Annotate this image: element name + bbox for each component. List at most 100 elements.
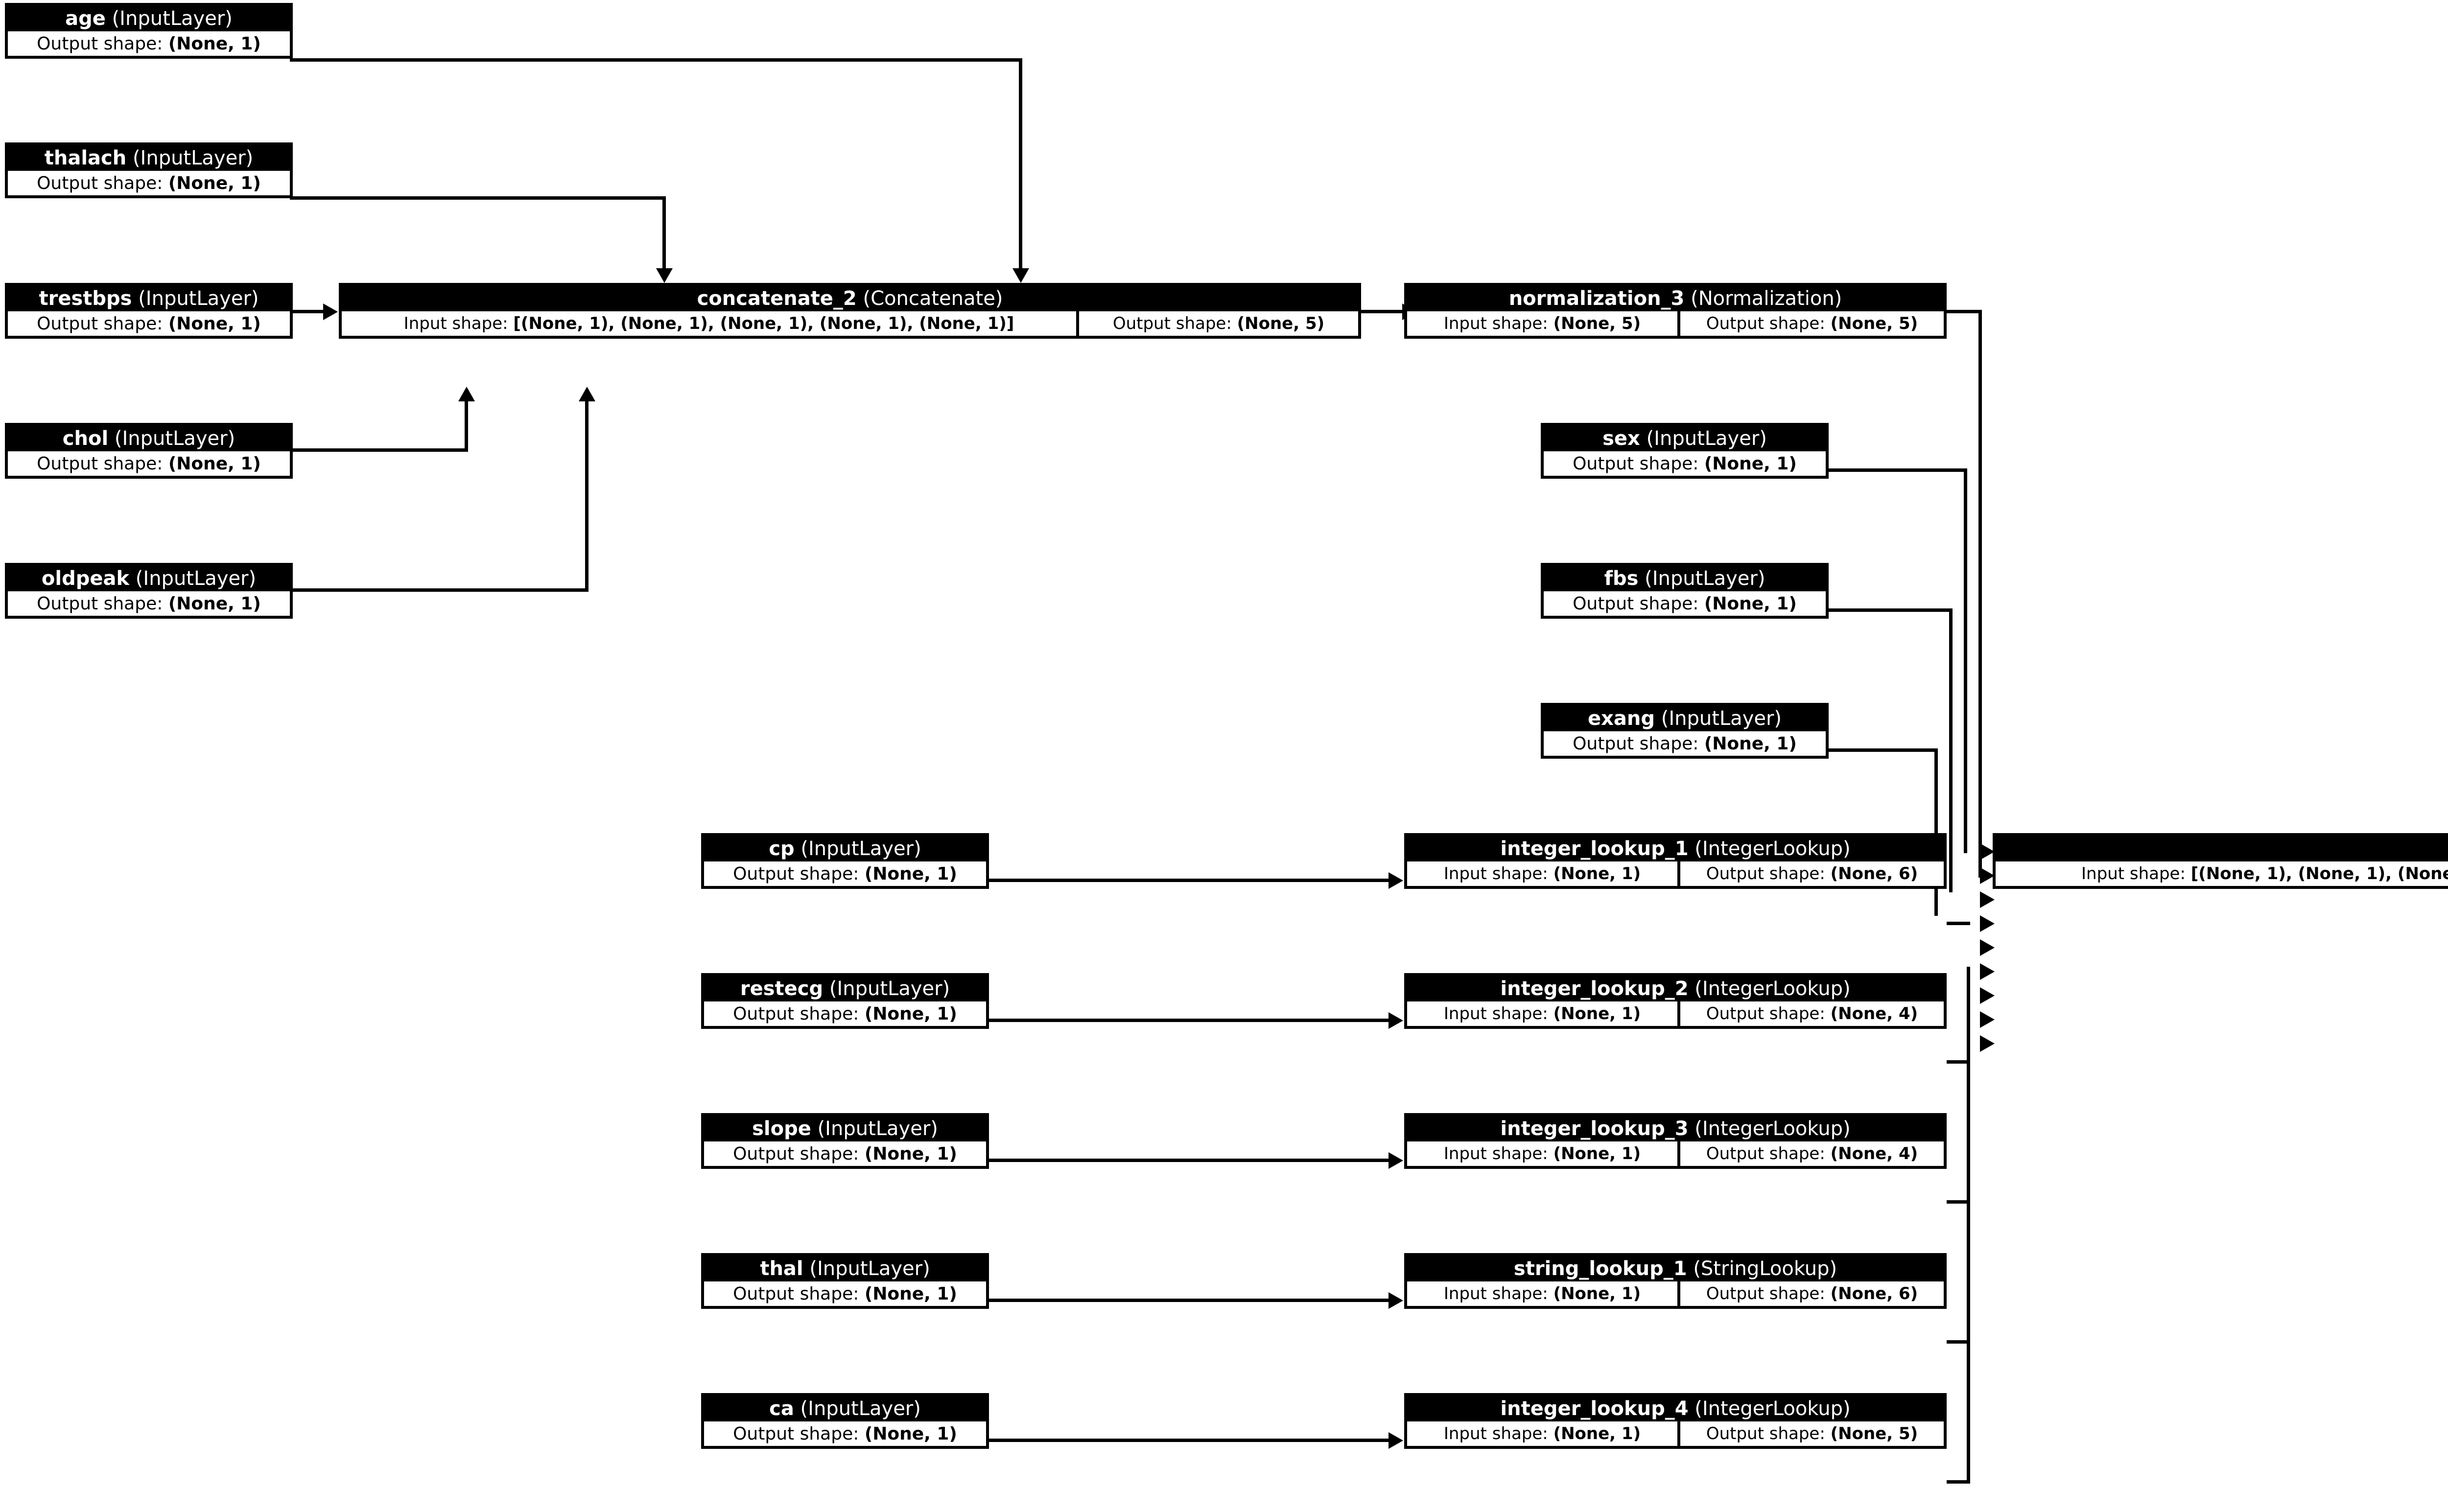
node-integer_lookup_2[interactable]: integer_lookup_2 (IntegerLookup) Input s… xyxy=(1404,973,1947,1029)
node-integer_lookup_1-input-shape: Input shape: (None, 1) xyxy=(1407,861,1677,886)
edge-restecg-to-integer_lookup_2-arrowhead xyxy=(1389,1012,1403,1029)
edge-age-to-concatenate_2-h xyxy=(290,58,1022,62)
node-integer_lookup_1[interactable]: integer_lookup_1 (IntegerLookup) Input s… xyxy=(1404,833,1947,889)
node-string_lookup_1-input-shape: Input shape: (None, 1) xyxy=(1407,1281,1677,1306)
edge-normalization_3-to-concatenate_3-arrowhead xyxy=(1980,867,1995,884)
node-concatenate_2-input-shape: Input shape: [(None, 1), (None, 1), (Non… xyxy=(342,311,1076,336)
node-normalization_3[interactable]: normalization_3 (Normalization) Input sh… xyxy=(1404,283,1947,339)
edge-trestbps-to-concatenate_2-arrowhead xyxy=(323,303,338,320)
edge-thalach-to-concatenate_2-arrowhead xyxy=(656,268,673,283)
node-normalization_3-input-shape: Input shape: (None, 5) xyxy=(1407,311,1677,336)
edge-string_lookup_1-to-concatenate_3-arrowhead xyxy=(1980,1011,1995,1028)
node-cp[interactable]: cp (InputLayer) Output shape: (None, 1) xyxy=(701,833,989,889)
edge-cp-to-integer_lookup_1-arrowhead xyxy=(1389,872,1403,889)
node-oldpeak[interactable]: oldpeak (InputLayer) Output shape: (None… xyxy=(5,563,293,619)
edge-integer_lookup_1-to-concatenate_3-arrowhead xyxy=(1980,939,1995,956)
edge-exang-to-concatenate_3-h xyxy=(1829,748,1938,752)
edge-fbs-to-concatenate_3-v xyxy=(1949,608,1953,892)
edge-integer_lookup_4-to-concatenate_3-h xyxy=(1947,1480,1970,1484)
edge-integer_lookup_1-to-concatenate_3-h xyxy=(1947,922,1970,925)
node-thal-title: thal (InputLayer) xyxy=(760,1257,930,1280)
edge-thal-to-string_lookup_1-arrowhead xyxy=(1389,1292,1403,1309)
edge-integer_lookup_3-to-concatenate_3-arrowhead xyxy=(1980,987,1995,1004)
node-slope[interactable]: slope (InputLayer) Output shape: (None, … xyxy=(701,1113,989,1169)
node-slope-title: slope (InputLayer) xyxy=(752,1117,938,1140)
edge-integer_lookup_3-to-concatenate_3-h xyxy=(1947,1200,1970,1204)
edge-restecg-to-integer_lookup_2-h xyxy=(989,1019,1390,1022)
node-ca-title: ca (InputLayer) xyxy=(769,1397,921,1420)
node-concatenate_2[interactable]: concatenate_2 (Concatenate) Input shape:… xyxy=(339,283,1361,339)
edge-oldpeak-to-concatenate_2-arrowhead xyxy=(579,387,595,401)
node-exang[interactable]: exang (InputLayer) Output shape: (None, … xyxy=(1541,703,1829,759)
node-chol[interactable]: chol (InputLayer) Output shape: (None, 1… xyxy=(5,423,293,479)
node-ca-output-shape: Output shape: (None, 1) xyxy=(704,1421,986,1446)
edge-fbs-to-concatenate_3-h xyxy=(1829,608,1953,612)
node-concatenate_2-output-shape: Output shape: (None, 5) xyxy=(1076,311,1358,336)
node-string_lookup_1[interactable]: string_lookup_1 (StringLookup) Input sha… xyxy=(1404,1253,1947,1309)
node-fbs[interactable]: fbs (InputLayer) Output shape: (None, 1) xyxy=(1541,563,1829,619)
edge-trestbps-to-concatenate_2-h xyxy=(290,310,325,313)
node-thal-output-shape: Output shape: (None, 1) xyxy=(704,1281,986,1306)
node-integer_lookup_4-title: integer_lookup_4 (IntegerLookup) xyxy=(1500,1397,1851,1420)
edge-sex-to-concatenate_3-arrowhead xyxy=(1980,843,1995,860)
edge-thal-to-string_lookup_1-h xyxy=(989,1299,1390,1302)
node-integer_lookup_3[interactable]: integer_lookup_3 (IntegerLookup) Input s… xyxy=(1404,1113,1947,1169)
edge-integer_lookup_2-to-concatenate_3-h xyxy=(1947,1060,1970,1064)
node-integer_lookup_4-output-shape: Output shape: (None, 5) xyxy=(1677,1421,1944,1446)
node-thalach-output-shape: Output shape: (None, 1) xyxy=(8,171,290,195)
node-chol-output-shape: Output shape: (None, 1) xyxy=(8,451,290,476)
node-age-output-shape: Output shape: (None, 1) xyxy=(8,31,290,56)
node-trestbps-title: trestbps (InputLayer) xyxy=(39,287,259,310)
node-chol-title: chol (InputLayer) xyxy=(62,427,235,450)
node-fbs-output-shape: Output shape: (None, 1) xyxy=(1544,591,1826,616)
node-integer_lookup_1-title: integer_lookup_1 (IntegerLookup) xyxy=(1500,837,1851,860)
node-thalach-title: thalach (InputLayer) xyxy=(44,147,254,169)
edge-normalization_3-to-concatenate_3-v xyxy=(1978,310,1982,878)
node-integer_lookup_3-input-shape: Input shape: (None, 1) xyxy=(1407,1141,1677,1166)
node-concatenate_3-title: concatenate_3 (Concatenate) xyxy=(1996,836,2448,861)
node-oldpeak-title: oldpeak (InputLayer) xyxy=(41,567,257,590)
edge-chol-to-concatenate_2-h xyxy=(290,448,468,452)
node-restecg[interactable]: restecg (InputLayer) Output shape: (None… xyxy=(701,973,989,1029)
node-normalization_3-title: normalization_3 (Normalization) xyxy=(1508,287,1842,310)
edge-ca-to-integer_lookup_4-arrowhead xyxy=(1389,1432,1403,1449)
node-sex-output-shape: Output shape: (None, 1) xyxy=(1544,451,1826,476)
edge-chol-to-concatenate_2-v xyxy=(465,400,468,450)
edge-sex-to-concatenate_3-h xyxy=(1829,468,1967,472)
edge-oldpeak-to-concatenate_2-v xyxy=(585,400,588,590)
edge-chol-to-concatenate_2-arrowhead xyxy=(458,387,475,401)
node-integer_lookup_4-input-shape: Input shape: (None, 1) xyxy=(1407,1421,1677,1446)
edge-slope-to-integer_lookup_3-arrowhead xyxy=(1389,1152,1403,1169)
edge-sex-to-concatenate_3-v xyxy=(1964,468,1967,853)
node-integer_lookup_3-output-shape: Output shape: (None, 4) xyxy=(1677,1141,1944,1166)
edge-normalization_3-to-concatenate_3-h xyxy=(1947,310,1982,313)
edge-cp-to-integer_lookup_1-h xyxy=(989,879,1390,882)
node-trestbps-output-shape: Output shape: (None, 1) xyxy=(8,311,290,336)
edge-integer_lookup_2-to-concatenate_3-arrowhead xyxy=(1980,963,1995,980)
node-cp-title: cp (InputLayer) xyxy=(769,837,921,860)
node-trestbps[interactable]: trestbps (InputLayer) Output shape: (Non… xyxy=(5,283,293,339)
node-exang-output-shape: Output shape: (None, 1) xyxy=(1544,731,1826,756)
node-sex[interactable]: sex (InputLayer) Output shape: (None, 1) xyxy=(1541,423,1829,479)
node-integer_lookup_4[interactable]: integer_lookup_4 (IntegerLookup) Input s… xyxy=(1404,1393,1947,1449)
node-integer_lookup_1-output-shape: Output shape: (None, 6) xyxy=(1677,861,1944,886)
node-string_lookup_1-output-shape: Output shape: (None, 6) xyxy=(1677,1281,1944,1306)
node-cp-output-shape: Output shape: (None, 1) xyxy=(704,861,986,886)
node-concatenate_2-title: concatenate_2 (Concatenate) xyxy=(697,287,1003,310)
node-sex-title: sex (InputLayer) xyxy=(1602,427,1767,450)
node-integer_lookup_2-output-shape: Output shape: (None, 4) xyxy=(1677,1001,1944,1026)
node-concatenate_3[interactable]: concatenate_3 (Concatenate) Input shape:… xyxy=(1993,833,2448,889)
node-thal[interactable]: thal (InputLayer) Output shape: (None, 1… xyxy=(701,1253,989,1309)
node-concatenate_3-input-shape: Input shape: [(None, 1), (None, 1), (Non… xyxy=(1996,861,2448,886)
edge-exang-to-concatenate_3-arrowhead xyxy=(1980,915,1995,932)
edge-age-to-concatenate_2-arrowhead xyxy=(1012,268,1029,283)
node-normalization_3-output-shape: Output shape: (None, 5) xyxy=(1677,311,1944,336)
node-thalach[interactable]: thalach (InputLayer) Output shape: (None… xyxy=(5,142,293,198)
edge-integer_lookup_4-to-concatenate_3-v xyxy=(1967,1039,1970,1482)
node-slope-output-shape: Output shape: (None, 1) xyxy=(704,1141,986,1166)
node-integer_lookup_2-title: integer_lookup_2 (IntegerLookup) xyxy=(1500,977,1851,1000)
node-ca[interactable]: ca (InputLayer) Output shape: (None, 1) xyxy=(701,1393,989,1449)
node-age[interactable]: age (InputLayer) Output shape: (None, 1) xyxy=(5,3,293,59)
edge-ca-to-integer_lookup_4-h xyxy=(989,1439,1390,1442)
